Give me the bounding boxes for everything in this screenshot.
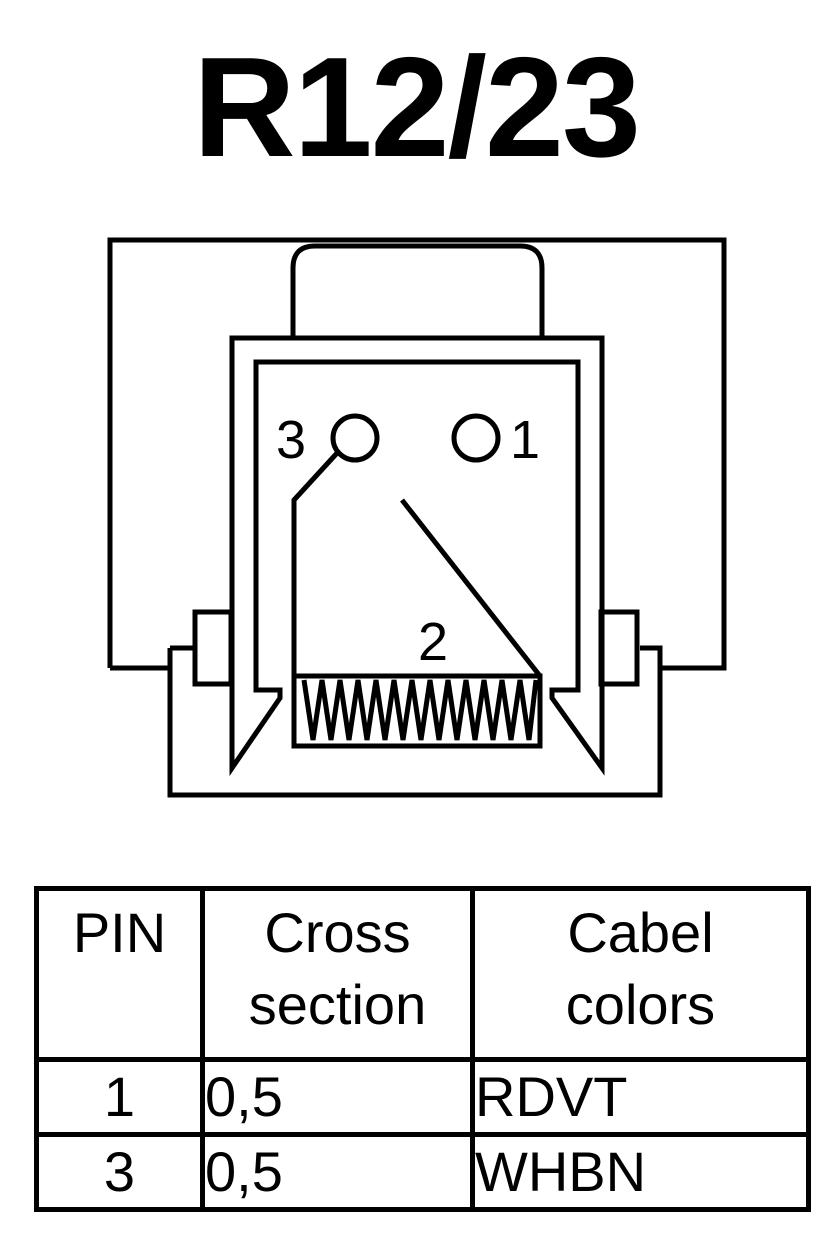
cell-cross-section: 0,5	[200, 1057, 475, 1137]
top-tab	[290, 243, 545, 338]
wire-pin-2	[400, 498, 542, 678]
insert-outer-frame	[229, 335, 605, 777]
header-colors-line-1: Cabel	[567, 901, 714, 964]
wire-pin-3	[291, 450, 340, 676]
table-row: 1 0,5 RDVT	[34, 1057, 811, 1137]
pin-1-contact	[451, 413, 501, 463]
cell-color: WHBN	[470, 1132, 811, 1212]
table-header-row: PIN Cross section Cabel colors	[34, 886, 811, 1062]
coil-zigzag	[301, 679, 539, 741]
pin-table: PIN Cross section Cabel colors 1 0,5 RDV…	[34, 886, 811, 1212]
cell-color: RDVT	[470, 1057, 811, 1137]
left-side-tab	[192, 609, 234, 687]
pin-label-1: 1	[510, 410, 540, 470]
header-cross-section: Cross section	[200, 886, 475, 1062]
housing-outline	[107, 237, 727, 671]
header-pin: PIN	[34, 886, 205, 1062]
cell-cross-section: 0,5	[200, 1132, 475, 1212]
coil-box	[291, 673, 543, 749]
header-pin-line: PIN	[72, 901, 167, 964]
connector-title: R12/23	[193, 28, 641, 187]
base-bracket	[167, 645, 663, 798]
pin-3-contact	[330, 413, 380, 463]
cell-pin: 3	[34, 1132, 205, 1212]
header-cross-line-1: Cross	[264, 901, 411, 964]
header-cable-colors: Cabel colors	[470, 886, 811, 1062]
connector-diagram: 3 1 2	[107, 237, 727, 798]
header-colors-line-2: colors	[565, 973, 716, 1036]
right-side-tab	[598, 609, 640, 687]
header-cross-line-2: section	[248, 973, 427, 1036]
table-row: 3 0,5 WHBN	[34, 1132, 811, 1212]
cell-pin: 1	[34, 1057, 205, 1137]
pin-label-2: 2	[418, 612, 448, 672]
pin-label-3: 3	[276, 410, 306, 470]
